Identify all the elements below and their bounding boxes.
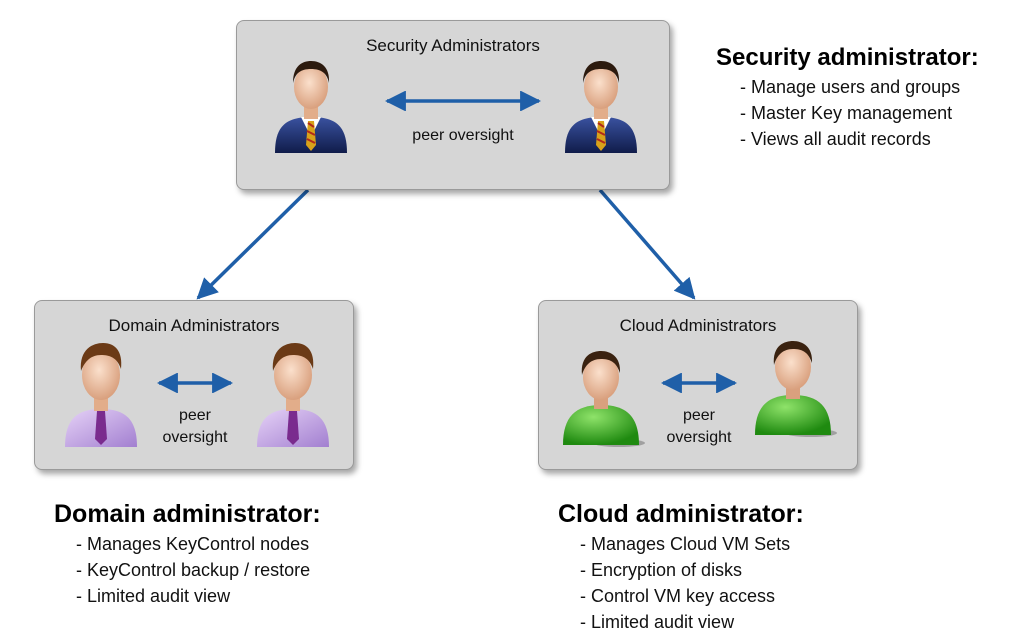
user-icon bbox=[563, 351, 645, 447]
domain-role-list: - Manages KeyControl nodes - KeyControl … bbox=[76, 531, 321, 609]
security-role-description: Security administrator: - Manage users a… bbox=[716, 44, 979, 152]
domain-admins-group: Domain Administrators peer oversight bbox=[34, 300, 354, 470]
office-worker-icon bbox=[65, 343, 137, 447]
security-admins-group: Security Administrators peer oversight bbox=[236, 20, 670, 190]
double-arrow-icon bbox=[156, 373, 234, 393]
peer-label-line1: peer bbox=[178, 407, 212, 424]
list-item: - Views all audit records bbox=[740, 129, 931, 149]
list-item: - Manage users and groups bbox=[740, 77, 961, 97]
list-item: - Control VM key access bbox=[580, 586, 776, 606]
peer-label-line1: peer bbox=[682, 407, 716, 424]
businessman-icon bbox=[275, 61, 347, 153]
list-item: - Manages Cloud VM Sets bbox=[580, 534, 791, 554]
security-role-list: - Manage users and groups - Master Key m… bbox=[740, 74, 979, 152]
peer-label-line2: oversight bbox=[666, 429, 732, 446]
list-item: - Encryption of disks bbox=[580, 560, 743, 580]
cloud-role-heading: Cloud administrator: bbox=[558, 500, 804, 528]
peer-label-line2: oversight bbox=[162, 429, 228, 446]
office-worker-icon bbox=[257, 343, 329, 447]
double-arrow-icon bbox=[384, 91, 542, 111]
peer-oversight-label: peer oversight bbox=[135, 405, 255, 449]
cloud-role-list: - Manages Cloud VM Sets - Encryption of … bbox=[580, 531, 804, 635]
cloud-admins-title: Cloud Administrators bbox=[619, 316, 777, 335]
double-arrow-icon bbox=[660, 373, 738, 393]
security-role-heading: Security administrator: bbox=[716, 44, 979, 71]
domain-admins-title: Domain Administrators bbox=[108, 316, 280, 335]
domain-role-heading: Domain administrator: bbox=[54, 500, 321, 528]
list-item: - Master Key management bbox=[740, 103, 953, 123]
user-icon bbox=[755, 341, 837, 437]
list-item: - Limited audit view bbox=[76, 586, 231, 606]
list-item: - Manages KeyControl nodes bbox=[76, 534, 310, 554]
peer-oversight-label: peer oversight bbox=[412, 127, 514, 144]
arrow-to-cloud bbox=[598, 188, 696, 300]
businessman-icon bbox=[565, 61, 637, 153]
cloud-role-description: Cloud administrator: - Manages Cloud VM … bbox=[558, 500, 804, 635]
list-item: - Limited audit view bbox=[580, 612, 735, 632]
security-admins-title: Security Administrators bbox=[366, 36, 540, 55]
domain-role-description: Domain administrator: - Manages KeyContr… bbox=[54, 500, 321, 609]
list-item: - KeyControl backup / restore bbox=[76, 560, 311, 580]
peer-oversight-label: peer oversight bbox=[639, 405, 759, 449]
cloud-admins-group: Cloud Administrators peer oversight bbox=[538, 300, 858, 470]
arrow-to-domain bbox=[196, 188, 310, 300]
